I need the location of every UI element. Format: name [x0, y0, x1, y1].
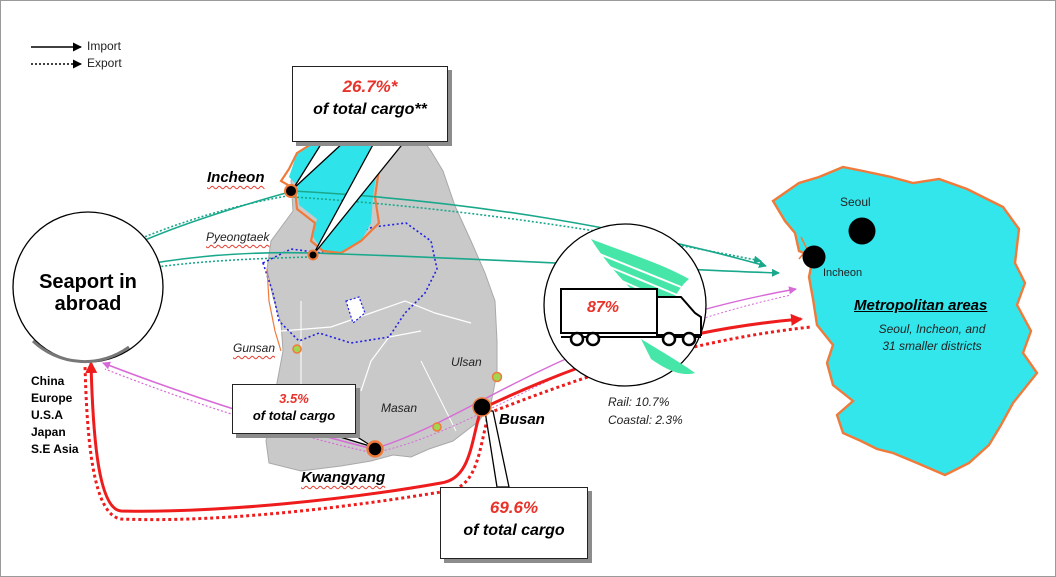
port-label-gunsan: Gunsan [233, 341, 276, 355]
metro-title: Metropolitan areas [854, 297, 988, 314]
seaport-title-line1: Seaport in [39, 271, 137, 293]
incheon-metro-dot [802, 245, 826, 269]
incheon-cargo-text: of total cargo** [313, 101, 427, 118]
kwangyang-cargo-text: of total cargo [252, 408, 336, 423]
seoul-dot [848, 217, 876, 245]
destination-item: U.S.A [31, 408, 64, 422]
destination-item: Europe [31, 391, 73, 405]
destination-item: S.E Asia [31, 442, 79, 456]
metro-desc-line2: 31 smaller districts [882, 339, 982, 353]
port-label-ulsan: Ulsan [451, 355, 482, 369]
port-label-masan: Masan [381, 401, 418, 415]
destination-item: China [31, 374, 65, 388]
port-label-busan: Busan [499, 411, 545, 428]
metropolitan-region-shape [771, 165, 1039, 477]
metro-desc-line1: Seoul, Incheon, and [878, 322, 986, 336]
port-label-pyeongtaek: Pyeongtaek [206, 230, 270, 244]
coastal-share-label: Coastal: 2.3% [608, 413, 683, 427]
metro-seoul-label: Seoul [840, 195, 871, 209]
legend-import-label: Import [87, 39, 122, 53]
legend-graphic [31, 42, 82, 69]
road-share-label: 87% [587, 299, 620, 316]
metro-description: Seoul, Incheon, and 31 smaller districts [843, 321, 1021, 355]
seaport-title-line2: abroad [54, 293, 122, 315]
incheon-cargo-callout: 26.7%* of total cargo** [292, 66, 448, 142]
port-markers [284, 184, 503, 458]
kwangyang-cargo-pct: 3.5% [279, 391, 309, 406]
rail-share-label: Rail: 10.7% [608, 395, 670, 409]
kwangyang-cargo-callout: 3.5% of total cargo [232, 384, 356, 434]
legend-export-label: Export [87, 56, 122, 70]
busan-cargo-callout: 69.6% of total cargo [440, 487, 588, 559]
port-label-incheon: Incheon [207, 169, 265, 186]
busan-cargo-text: of total cargo [463, 522, 565, 539]
metro-incheon-label: Incheon [823, 267, 863, 279]
incheon-cargo-pct: 26.7%* [342, 77, 398, 96]
seaport-title: Seaport in abroad [13, 271, 163, 315]
destination-item: Japan [31, 425, 66, 439]
busan-cargo-pct: 69.6% [489, 498, 539, 517]
road-transport-graphic [543, 223, 707, 387]
port-label-kwangyang: Kwangyang [301, 469, 386, 486]
